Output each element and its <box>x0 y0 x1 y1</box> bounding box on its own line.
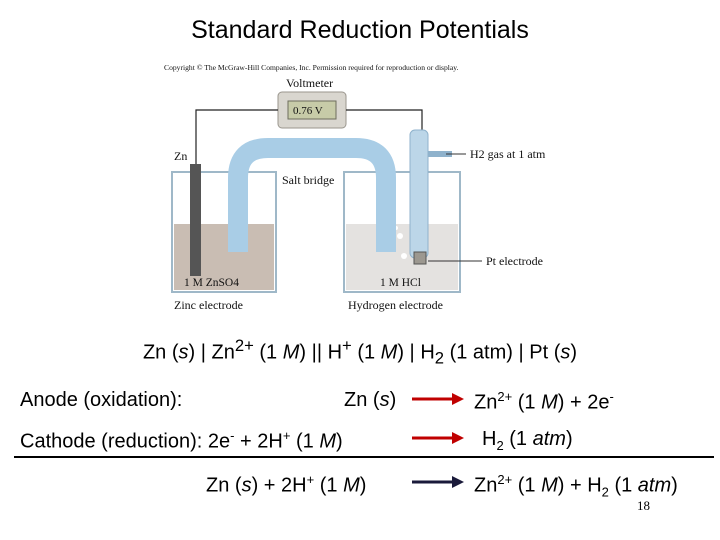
cell-charge: + <box>342 336 352 355</box>
eq-text: (1 <box>503 428 533 450</box>
pt-label: Pt electrode <box>486 254 543 268</box>
voltmeter-label: Voltmeter <box>286 76 333 90</box>
zn-label: Zn <box>174 149 187 163</box>
copyright-note: Copyright © The McGraw-Hill Companies, I… <box>164 63 459 72</box>
voltmeter-display <box>287 100 337 120</box>
eq-subscript: 2 <box>496 438 504 453</box>
right-caption: Hydrogen electrode <box>348 298 443 312</box>
gas-bubble <box>401 253 407 259</box>
gas-bubble <box>397 233 403 239</box>
eq-text: ) <box>359 474 367 497</box>
cell-text: (1 <box>253 341 283 364</box>
eq-text: Zn <box>474 474 498 497</box>
left-solution-label: 1 M ZnSO4 <box>184 277 239 289</box>
pt-electrode <box>413 251 427 265</box>
galvanic-cell-figure: Copyright © The McGraw-Hill Companies, I… <box>164 63 546 312</box>
eq-charge: + <box>282 428 291 443</box>
eq-molarity: M <box>343 474 360 497</box>
cell-text: ) | Zn <box>188 341 235 364</box>
hydrogen-tube <box>409 129 429 259</box>
wire-left <box>195 109 278 164</box>
eq-text: ) + 2e <box>557 391 610 414</box>
eq-charge: - <box>230 428 235 443</box>
anode-reactant: Zn (s) <box>344 389 396 412</box>
overall-products: Zn2+ (1 M) + H2 (1 atm) <box>474 472 678 500</box>
cell-text: ) || H <box>299 341 343 364</box>
eq-text: ) <box>671 474 678 497</box>
cell-text: (1 atm) | Pt ( <box>444 341 561 364</box>
eq-state: s <box>241 474 252 497</box>
eq-text: Zn ( <box>206 474 242 497</box>
zinc-electrode <box>190 164 201 276</box>
eq-text: (1 <box>512 391 542 414</box>
slide-title: Standard Reduction Potentials <box>191 16 529 44</box>
salt-bridge-label: Salt bridge <box>282 173 334 187</box>
anode-product: Zn2+ (1 M) + 2e- <box>474 389 614 415</box>
cell-text: (1 <box>351 341 381 364</box>
cell-state: s <box>178 341 189 364</box>
left-beaker <box>171 171 277 293</box>
eq-text: Cathode (reduction): 2e <box>20 430 231 453</box>
overall-arrow <box>412 476 464 488</box>
cell-molarity: M <box>282 341 300 364</box>
cell-charge: 2+ <box>234 336 254 355</box>
eq-text: (1 <box>608 474 638 497</box>
page-number: 18 <box>637 498 650 513</box>
voltmeter-reading: 0.76 V <box>293 105 323 117</box>
eq-text: ) <box>389 389 397 411</box>
anode-arrow <box>412 393 464 405</box>
eq-text: (1 <box>290 430 320 453</box>
salt-bridge <box>228 138 396 252</box>
eq-text: Zn <box>474 391 498 414</box>
cathode-product: H2 (1 atm) <box>482 428 573 453</box>
eq-text: Zn ( <box>344 389 380 411</box>
h2-label: H2 gas at 1 atm <box>470 147 546 161</box>
cell-text: Zn ( <box>142 341 179 364</box>
eq-text: (1 <box>314 474 344 497</box>
right-beaker <box>343 171 461 293</box>
eq-molarity: M <box>319 430 337 453</box>
eq-molarity: M <box>541 391 558 414</box>
eq-charge: 2+ <box>497 389 513 404</box>
eq-pressure: atm <box>637 474 672 497</box>
eq-subscript: 2 <box>601 484 609 500</box>
cell-state: s <box>560 341 571 364</box>
cathode-equation-left: Cathode (reduction): 2e- + 2H+ (1 M) <box>20 428 343 454</box>
eq-text: H <box>482 428 497 450</box>
cell-molarity: M <box>380 341 398 364</box>
cell-notation: Zn (s) | Zn2+ (1 M) || H+ (1 M) | H2 (1 … <box>0 336 720 369</box>
eq-state: s <box>379 389 390 411</box>
eq-text: (1 <box>512 474 542 497</box>
eq-charge: 2+ <box>497 472 513 487</box>
eq-text: ) <box>336 430 343 453</box>
eq-charge: - <box>609 389 614 404</box>
cell-text: ) | H <box>397 341 435 364</box>
eq-text: ) <box>565 428 573 450</box>
eq-text: + 2H <box>234 430 283 453</box>
eq-charge: + <box>306 472 315 487</box>
right-solution-label: 1 M HCl <box>380 277 421 289</box>
eq-text: ) + 2H <box>251 474 307 497</box>
eq-text: ) + H <box>557 474 602 497</box>
overall-reactants: Zn (s) + 2H+ (1 M) <box>206 472 366 498</box>
cathode-arrow <box>412 432 464 444</box>
cell-subscript: 2 <box>434 348 445 368</box>
sum-line <box>14 456 714 458</box>
cell-text: ) <box>570 341 578 364</box>
eq-pressure: atm <box>532 428 566 450</box>
eq-molarity: M <box>541 474 558 497</box>
anode-label: Anode (oxidation): <box>20 389 183 411</box>
left-caption: Zinc electrode <box>174 298 243 312</box>
